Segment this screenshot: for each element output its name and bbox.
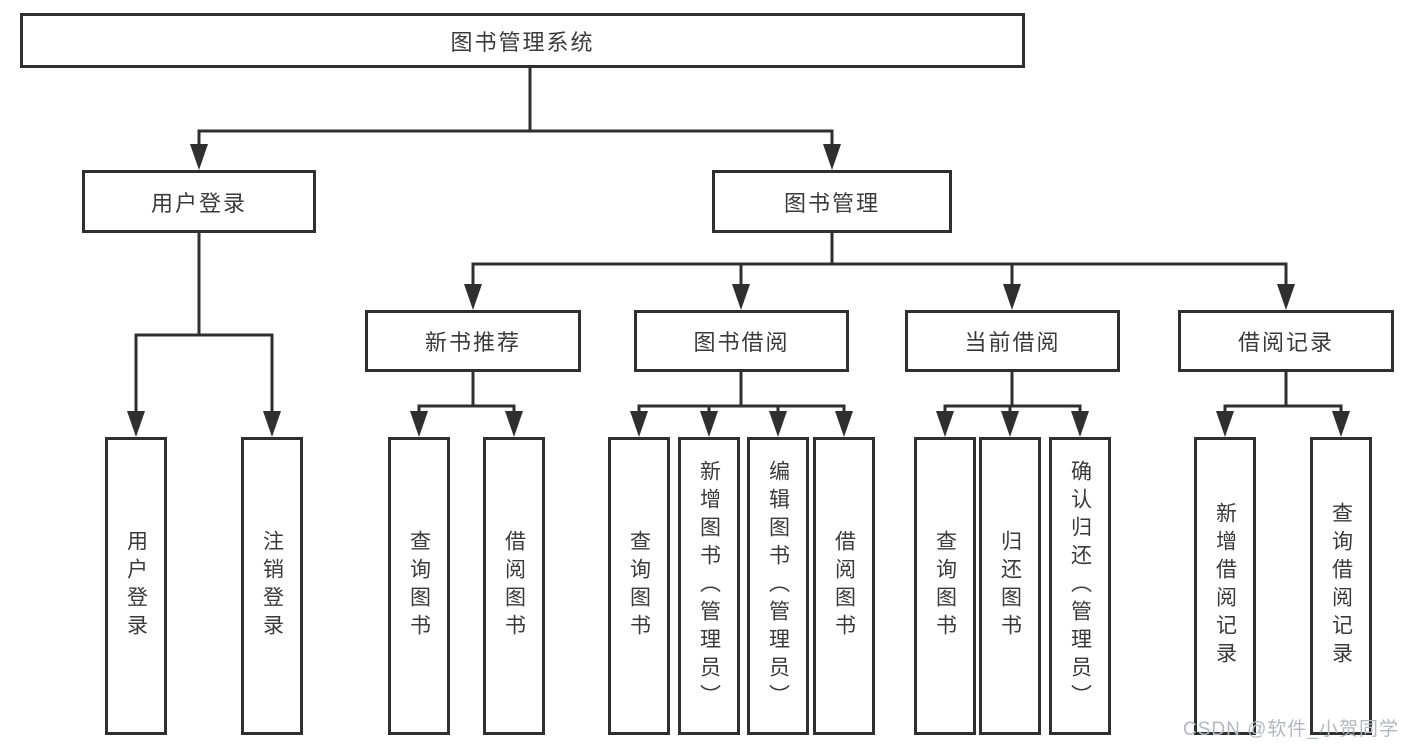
connector-root bbox=[197, 66, 834, 152]
arrowhead-book-borrow bbox=[732, 284, 750, 310]
leaf-return-book: 归还图书 bbox=[979, 437, 1041, 735]
node-user-login-label: 用户登录 bbox=[150, 190, 247, 216]
arrowhead-leaf-login bbox=[127, 411, 145, 437]
connector-book-management-group bbox=[471, 231, 1288, 292]
arrowhead-leaf-logout bbox=[263, 411, 281, 437]
node-borrow-records: 借阅记录 bbox=[1178, 310, 1394, 372]
node-book-management-label: 图书管理 bbox=[783, 190, 880, 216]
arrowhead-leaf bbox=[700, 411, 718, 437]
arrowhead-leaf bbox=[505, 411, 523, 437]
arrowhead-leaf bbox=[1332, 411, 1350, 437]
leaf-query-books-recommend-label: 查询图书 bbox=[407, 530, 431, 642]
leaf-edit-book-admin: 编辑图书（管理员） bbox=[747, 437, 809, 735]
leaf-return-book-label: 归还图书 bbox=[998, 530, 1022, 642]
leaf-confirm-return-admin: 确认归还（管理员） bbox=[1049, 437, 1111, 735]
leaf-query-borrow-record-label: 查询借阅记录 bbox=[1329, 502, 1353, 670]
leaf-borrow-books-recommend-label: 借阅图书 bbox=[502, 530, 526, 642]
connector-user-login-group bbox=[134, 231, 274, 418]
arrowhead-borrow-records bbox=[1277, 284, 1295, 310]
leaf-query-books-current-label: 查询图书 bbox=[933, 530, 957, 642]
node-book-management: 图书管理 bbox=[712, 170, 952, 233]
node-current-borrow: 当前借阅 bbox=[905, 310, 1120, 372]
node-borrow-records-label: 借阅记录 bbox=[1237, 330, 1334, 355]
leaf-query-books-current: 查询图书 bbox=[914, 437, 976, 735]
connector-new-book-recommend-group bbox=[417, 370, 516, 418]
leaf-user-login-label: 用户登录 bbox=[124, 530, 148, 642]
node-new-book-recommend-label: 新书推荐 bbox=[424, 330, 521, 355]
arrowhead-leaf bbox=[630, 411, 648, 437]
arrowhead-leaf bbox=[1216, 411, 1234, 437]
node-book-borrow: 图书借阅 bbox=[634, 310, 849, 372]
arrowhead-leaf bbox=[936, 411, 954, 437]
leaf-borrow-books-label: 借阅图书 bbox=[832, 530, 856, 642]
connector-borrow-records-group bbox=[1223, 370, 1343, 418]
leaf-query-books-borrow-label: 查询图书 bbox=[627, 530, 651, 642]
leaf-borrow-books-recommend: 借阅图书 bbox=[483, 437, 545, 735]
leaf-user-login: 用户登录 bbox=[105, 437, 167, 735]
arrowhead-leaf bbox=[1071, 411, 1089, 437]
arrowhead-new-book-recommend bbox=[464, 284, 482, 310]
arrowhead-leaf bbox=[410, 411, 428, 437]
node-current-borrow-label: 当前借阅 bbox=[964, 330, 1061, 355]
arrowhead-leaf bbox=[835, 411, 853, 437]
node-new-book-recommend: 新书推荐 bbox=[365, 310, 581, 372]
leaf-add-book-admin-label: 新增图书（管理员） bbox=[697, 460, 721, 712]
watermark-text: CSDN @软件_小贺同学 bbox=[1183, 719, 1399, 740]
leaf-logout: 注销登录 bbox=[241, 437, 303, 735]
node-book-borrow-label: 图书借阅 bbox=[693, 330, 790, 355]
leaf-logout-label: 注销登录 bbox=[260, 530, 284, 642]
leaf-add-borrow-record: 新增借阅记录 bbox=[1194, 437, 1256, 735]
arrowhead-leaf bbox=[1001, 411, 1019, 437]
leaf-borrow-books: 借阅图书 bbox=[813, 437, 875, 735]
leaf-confirm-return-admin-label: 确认归还（管理员） bbox=[1068, 460, 1092, 712]
leaf-add-borrow-record-label: 新增借阅记录 bbox=[1213, 502, 1237, 670]
leaf-query-books-borrow: 查询图书 bbox=[608, 437, 670, 735]
connector-current-borrow-group bbox=[943, 370, 1082, 418]
leaf-query-books-recommend: 查询图书 bbox=[388, 437, 450, 735]
arrowhead-current-borrow bbox=[1003, 284, 1021, 310]
leaf-query-borrow-record: 查询借阅记录 bbox=[1310, 437, 1372, 735]
node-root-label: 图书管理系统 bbox=[450, 29, 595, 55]
connector-book-borrow-group bbox=[637, 370, 846, 418]
leaf-edit-book-admin-label: 编辑图书（管理员） bbox=[766, 460, 790, 712]
node-user-login: 用户登录 bbox=[82, 170, 316, 233]
node-root: 图书管理系统 bbox=[20, 13, 1025, 68]
leaf-add-book-admin: 新增图书（管理员） bbox=[678, 437, 740, 735]
arrowhead-user-login bbox=[190, 144, 208, 170]
arrowhead-leaf bbox=[769, 411, 787, 437]
arrowhead-book-management bbox=[823, 144, 841, 170]
